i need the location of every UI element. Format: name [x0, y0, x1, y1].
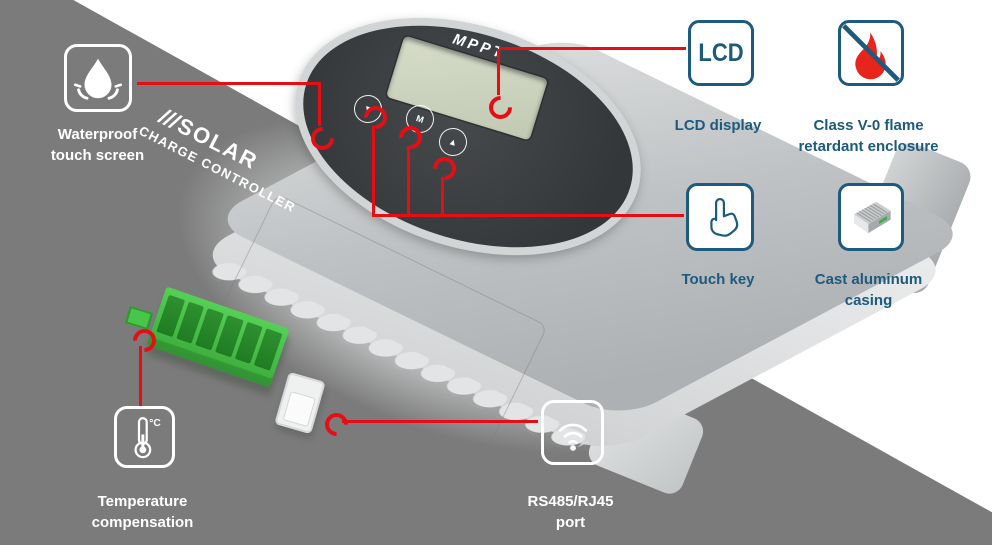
callout-line-touchkey: [372, 126, 375, 216]
touch-key-label: Touch key: [681, 271, 755, 288]
thermometer-icon: °C: [133, 417, 161, 459]
m-glyph: M: [414, 113, 426, 125]
lcd-icon: LCD: [698, 38, 744, 67]
flame-retardant-label: Class V-0 flame retardant enclosure: [798, 117, 939, 155]
waterproof-feature-box: [64, 44, 132, 112]
touch-feature-box: [686, 183, 754, 251]
down-arrow-glyph: ▲: [447, 135, 459, 149]
callout-line-touchkey: [372, 214, 684, 217]
rs485-feature-box: [541, 400, 604, 465]
svg-text:°C: °C: [149, 418, 161, 429]
waterproof-label: Waterproof touch screen: [50, 126, 145, 164]
wifi-icon: [558, 423, 587, 451]
touch-hand-icon: [710, 197, 739, 237]
flame-feature-box: [838, 20, 904, 86]
callout-line-lcd: [499, 47, 686, 50]
water-drop-icon: [73, 58, 123, 100]
lcd-display-label: LCD display: [674, 117, 762, 134]
callout-line-touchkey: [441, 177, 444, 216]
callout-line-lcd: [497, 49, 500, 95]
rs485-label: RS485/RJ45 port: [527, 493, 614, 531]
temperature-feature-box: °C: [114, 406, 175, 468]
heatsink-icon: [854, 201, 891, 234]
no-fire-icon: [842, 24, 900, 82]
temperature-label: Temperature compensation: [91, 493, 194, 531]
callout-line-temperature: [139, 346, 142, 406]
callout-line-touchkey: [407, 146, 410, 216]
callout-line-rs485: [342, 420, 538, 423]
callout-line-waterproof: [137, 82, 321, 85]
aluminum-feature-box: [838, 183, 904, 251]
callout-line-waterproof: [318, 84, 321, 126]
lcd-feature-box: LCD: [688, 20, 754, 86]
cast-aluminum-label: Cast aluminum casing: [814, 271, 923, 309]
